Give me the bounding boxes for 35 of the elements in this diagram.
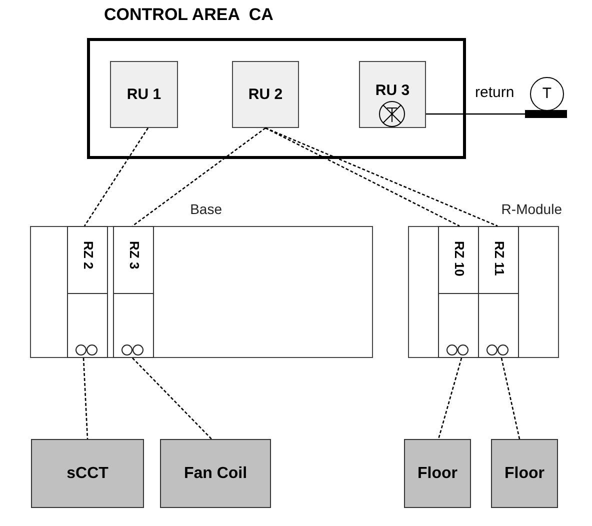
module-label: Base bbox=[190, 201, 222, 217]
module-label: R-Module bbox=[501, 201, 562, 217]
room-unit-box bbox=[110, 61, 178, 128]
device-label: Floor bbox=[504, 464, 544, 482]
device-box bbox=[31, 439, 144, 508]
dashed-connector bbox=[265, 127, 498, 227]
zone-label: RZ 11 bbox=[492, 241, 507, 276]
zone-slot bbox=[67, 226, 108, 358]
zone-slot bbox=[478, 226, 519, 358]
device-label: sCCT bbox=[66, 464, 108, 482]
dashed-connector bbox=[82, 358, 88, 440]
zone-label: RZ 2 bbox=[81, 241, 96, 270]
device-label: Floor bbox=[418, 464, 458, 482]
zone-label: RZ 10 bbox=[452, 241, 467, 276]
dashed-connector bbox=[132, 127, 266, 227]
dashed-connector bbox=[132, 358, 212, 440]
device-box bbox=[160, 439, 271, 508]
dashed-connector bbox=[438, 358, 462, 440]
dashed-connector bbox=[500, 358, 520, 440]
room-unit-box bbox=[359, 61, 426, 128]
zone-label: RZ 3 bbox=[127, 241, 142, 270]
sensor-label: T bbox=[541, 85, 553, 102]
zone-slot bbox=[438, 226, 479, 358]
unit-label: RU 3 bbox=[375, 82, 410, 99]
unit-label: RU 2 bbox=[248, 86, 283, 103]
dashed-connector bbox=[84, 128, 149, 226]
zone-slot bbox=[113, 226, 154, 358]
device-box bbox=[491, 439, 558, 508]
device-box bbox=[404, 439, 471, 508]
area-title: CONTROL AREA CA bbox=[104, 5, 274, 25]
device-label: Fan Coil bbox=[184, 464, 248, 482]
dashed-connector bbox=[265, 127, 460, 227]
room-unit-box bbox=[232, 61, 299, 128]
connector-line bbox=[426, 113, 525, 115]
unit-label: RU 1 bbox=[126, 86, 162, 103]
